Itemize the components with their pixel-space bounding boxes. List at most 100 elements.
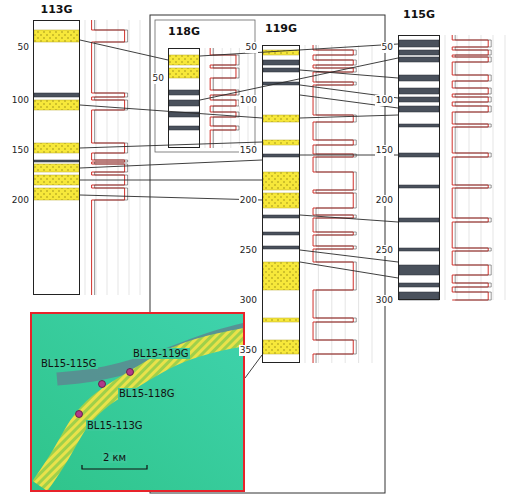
- depth-label: 100: [11, 95, 30, 106]
- correlation-line: [300, 70, 398, 78]
- map-inset: BL15-115G BL15-119G BL15-118G BL15-113G 2 км: [30, 312, 245, 492]
- column-header: 113G: [41, 3, 73, 16]
- depth-label: 200: [239, 195, 258, 206]
- map-label: BL15-113G: [86, 420, 144, 431]
- lithology-layer: [399, 50, 439, 55]
- depth-label: 150: [239, 145, 258, 156]
- map-band: [40, 336, 245, 486]
- depth-label: 150: [375, 145, 394, 156]
- log-curve: [313, 45, 353, 363]
- grid-line: [331, 45, 332, 363]
- depth-label: 50: [152, 73, 165, 84]
- correlation-line: [80, 160, 262, 168]
- log-curve: [210, 48, 236, 148]
- depth-label: 300: [375, 295, 394, 306]
- lithology-layer: [399, 265, 439, 275]
- log-curve: [92, 20, 125, 295]
- lithology-layer: [263, 193, 299, 208]
- correlation-line: [300, 115, 398, 118]
- depth-label: 250: [239, 245, 258, 256]
- lithology-layer: [169, 100, 199, 106]
- log-curve: [455, 35, 491, 300]
- lithology-layer: [34, 100, 79, 110]
- depth-label: 300: [239, 295, 258, 306]
- depth-label: 250: [375, 245, 394, 256]
- grid-line: [85, 20, 86, 295]
- log-curve: [95, 20, 128, 295]
- lithology-layer: [399, 218, 439, 222]
- log-curve: [213, 48, 239, 148]
- core-column: 113G: [33, 20, 80, 295]
- grid-line: [372, 45, 373, 363]
- lithology-layer: [169, 68, 199, 78]
- lithology-layer: [34, 93, 79, 97]
- lithology-layer: [263, 232, 299, 235]
- lithology-layer: [263, 68, 299, 72]
- well-frame: [155, 20, 255, 152]
- correlation-line: [300, 262, 398, 278]
- grid-line: [445, 35, 446, 300]
- grid-line: [345, 45, 346, 363]
- depth-label: 200: [375, 195, 394, 206]
- grid-line: [118, 20, 119, 295]
- map-illustration: [32, 314, 245, 492]
- lithology-layer: [399, 292, 439, 300]
- depth-label: 350: [239, 345, 258, 356]
- log-curve: [316, 45, 356, 363]
- grid-line: [493, 35, 494, 300]
- lithology-layer: [169, 126, 199, 130]
- lithology-layer: [263, 154, 299, 157]
- lithology-layer: [399, 185, 439, 188]
- map-label: BL15-118G: [118, 388, 176, 399]
- grid-line: [205, 48, 206, 148]
- lithology-layer: [169, 55, 199, 65]
- lithology-layer: [263, 115, 299, 122]
- log-strip: [445, 35, 505, 300]
- lithology-layer: [263, 215, 299, 218]
- lithology-layer: [399, 124, 439, 127]
- lithology-layer: [263, 318, 299, 322]
- map-label: BL15-115G: [40, 358, 98, 369]
- scale-bar: [82, 465, 147, 469]
- grid-line: [505, 35, 506, 300]
- lithology-layer: [263, 60, 299, 65]
- depth-label: 100: [239, 95, 258, 106]
- map-label: 2 км: [102, 452, 127, 463]
- correlation-line: [245, 355, 262, 378]
- correlation-line: [300, 215, 398, 222]
- column-header: 115G: [403, 8, 435, 21]
- lithology-layer: [399, 57, 439, 62]
- grid-line: [230, 48, 231, 148]
- core-column: 115G: [398, 35, 440, 300]
- depth-label: 50: [381, 42, 394, 53]
- well-point: [99, 381, 106, 388]
- lithology-layer: [263, 262, 299, 290]
- lithology-layer: [34, 175, 79, 185]
- lithology-layer: [34, 143, 79, 153]
- grid-line: [222, 48, 223, 148]
- grid-line: [129, 20, 130, 295]
- lithology-layer: [34, 188, 79, 200]
- grid-line: [305, 45, 306, 363]
- column-header: 118G: [168, 25, 200, 38]
- core-column: 119G: [262, 45, 300, 363]
- lithology-layer: [399, 75, 439, 81]
- lithology-layer: [399, 153, 439, 157]
- lithology-layer: [34, 164, 79, 172]
- core-column: 118G: [168, 48, 200, 148]
- correlation-line: [200, 58, 398, 100]
- lithology-layer: [399, 283, 439, 287]
- grid-line: [96, 20, 97, 295]
- map-label: BL15-119G: [132, 348, 190, 359]
- depth-label: 150: [11, 145, 30, 156]
- grid-line: [318, 45, 319, 363]
- correlation-line: [80, 40, 168, 60]
- correlation-line: [80, 105, 262, 118]
- lithology-layer: [169, 90, 199, 95]
- lithology-layer: [34, 30, 79, 42]
- well-point: [76, 411, 83, 418]
- lithology-layer: [263, 246, 299, 249]
- lithology-layer: [399, 88, 439, 94]
- grid-line: [140, 20, 141, 295]
- depth-label: 200: [11, 195, 30, 206]
